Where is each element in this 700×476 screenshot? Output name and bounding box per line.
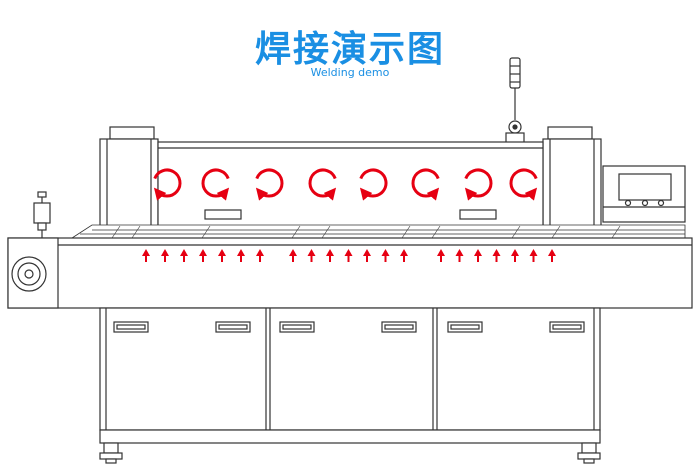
- circulation-arrows: [153, 168, 538, 201]
- conveyor-rails: [70, 224, 686, 239]
- hot-air-arrow-icon: [455, 249, 464, 262]
- hot-air-arrow-icon: [161, 249, 169, 262]
- hot-air-arrow-icon: [289, 249, 297, 262]
- hot-air-arrow-icon: [218, 249, 226, 262]
- hot-air-arrow-icon: [548, 249, 556, 262]
- circulation-arrow-icon: [308, 168, 337, 201]
- oven-hood: [99, 126, 602, 231]
- hot-air-arrow-icon: [492, 249, 501, 262]
- page-subtitle: Welding demo: [310, 66, 390, 79]
- hot-air-arrow-icon: [511, 249, 519, 262]
- hot-air-arrow-icon: [437, 249, 445, 262]
- hot-air-arrow-icon: [256, 249, 264, 262]
- circulation-arrow-icon: [411, 168, 440, 201]
- hot-air-arrow-icon: [199, 249, 207, 262]
- control-screen-icon: [602, 165, 686, 223]
- circulation-arrow-icon: [153, 168, 182, 201]
- hot-air-arrows: [142, 249, 556, 262]
- hot-air-arrow-icon: [326, 249, 334, 262]
- page-title: 焊接演示图: [254, 29, 445, 70]
- hot-air-arrow-icon: [307, 249, 316, 262]
- circulation-arrow-icon: [359, 168, 388, 201]
- hot-air-arrow-icon: [474, 249, 482, 262]
- hot-air-arrow-icon: [529, 249, 538, 262]
- hot-air-arrow-icon: [142, 249, 150, 262]
- cabinet-handles: [113, 321, 585, 333]
- hot-air-arrow-icon: [237, 249, 245, 262]
- hot-air-arrow-icon: [363, 249, 371, 262]
- machine-feet: [99, 442, 601, 464]
- lower-cabinet: [99, 307, 601, 444]
- circulation-arrow-icon: [255, 168, 284, 201]
- circulation-arrow-icon: [464, 168, 493, 201]
- nozzle-icon: [33, 191, 51, 238]
- hot-air-arrow-icon: [180, 249, 188, 262]
- hot-air-arrow-icon: [381, 249, 390, 262]
- hot-air-arrow-icon: [400, 249, 408, 262]
- circulation-arrow-icon: [201, 168, 230, 201]
- circulation-arrow-icon: [509, 168, 538, 201]
- oven-main-body: [7, 237, 693, 309]
- signal-light-tower-icon: [505, 57, 525, 144]
- hot-air-arrow-icon: [344, 249, 353, 262]
- hand-wheel-icon: [11, 256, 47, 292]
